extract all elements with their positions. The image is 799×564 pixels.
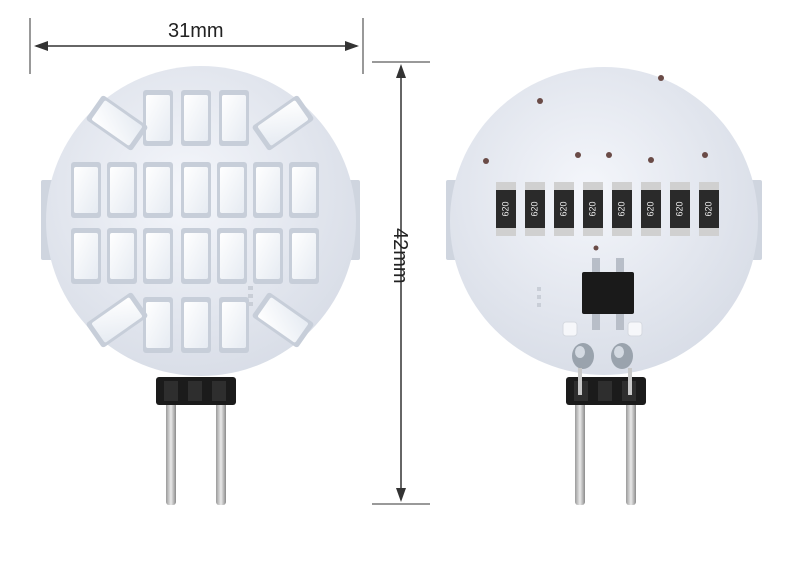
pin-base-slot — [598, 381, 612, 401]
pin-base-slot — [188, 381, 202, 401]
width-arrow-left-icon — [34, 41, 48, 51]
led-chip — [289, 162, 319, 218]
led-chip — [143, 90, 173, 146]
led-chip — [252, 95, 314, 151]
led-chip — [252, 292, 314, 348]
resistor-marking: 620 — [674, 201, 684, 216]
resistor: 620 — [670, 182, 690, 236]
chip-lead — [616, 258, 624, 278]
back-pins — [566, 368, 646, 505]
led-chip — [217, 228, 247, 284]
led-chip — [253, 228, 283, 284]
led-chip — [107, 162, 137, 218]
led-chip — [217, 162, 247, 218]
led-chip — [181, 228, 211, 284]
solder-highlight — [614, 346, 624, 358]
led-chip — [181, 90, 211, 146]
led-chip — [71, 162, 101, 218]
pin-left — [575, 395, 585, 505]
led-array — [71, 90, 319, 353]
led-chip — [219, 90, 249, 146]
led-chip — [181, 162, 211, 218]
resistor-marking: 620 — [645, 201, 655, 216]
height-arrow-top-icon — [396, 64, 406, 78]
led-chip — [289, 228, 319, 284]
chip-lead — [616, 310, 624, 330]
led-chip — [107, 228, 137, 284]
resistor: 620 — [583, 182, 603, 236]
led-chip — [181, 297, 211, 353]
width-dimension-label: 31mm — [168, 20, 224, 42]
led-chip — [143, 228, 173, 284]
chip-lead — [592, 310, 600, 330]
pin-base-slot — [212, 381, 226, 401]
board-marking — [248, 286, 253, 290]
resistor: 620 — [496, 182, 516, 236]
via-dot — [483, 158, 489, 164]
resistor: 620 — [612, 182, 632, 236]
back-board-disc — [450, 67, 758, 375]
resistor-marking: 620 — [500, 201, 510, 216]
height-arrow-bottom-icon — [396, 488, 406, 502]
height-dimension-label: 42mm — [389, 228, 411, 284]
pin-base-slot — [164, 381, 178, 401]
pin-right — [626, 395, 636, 505]
board-marking — [537, 295, 541, 299]
front-pins — [156, 377, 236, 505]
resistor-marking: 620 — [587, 201, 597, 216]
resistor: 620 — [554, 182, 574, 236]
bridge-rectifier-chip — [582, 258, 634, 330]
board-marking — [248, 302, 253, 306]
resistor-marking: 620 — [616, 201, 626, 216]
led-chip — [143, 297, 173, 353]
led-chip — [143, 162, 173, 218]
resistor-marking: 620 — [703, 201, 713, 216]
height-dimension — [372, 61, 430, 505]
width-dimension — [29, 18, 364, 74]
board-marking — [248, 294, 253, 298]
board-marking — [537, 287, 541, 291]
led-chip — [86, 95, 148, 151]
resistor: 620 — [525, 182, 545, 236]
resistor: 620 — [641, 182, 661, 236]
via-dot — [648, 157, 654, 163]
led-chip — [219, 297, 249, 353]
solder-pad — [562, 321, 578, 337]
via-dot — [537, 98, 543, 104]
via-dot — [593, 245, 599, 251]
resistor-marking: 620 — [529, 201, 539, 216]
led-chip — [71, 228, 101, 284]
back-board: 620 620 620 620 620 620 620 620 — [446, 67, 762, 505]
chip-body — [582, 272, 634, 314]
vias — [483, 75, 708, 251]
via-dot — [658, 75, 664, 81]
chip-lead — [592, 258, 600, 278]
solder-pad — [627, 321, 643, 337]
board-marking — [537, 303, 541, 307]
front-board — [41, 66, 360, 505]
solder-highlight — [575, 346, 585, 358]
pin-right — [216, 395, 226, 505]
led-chip — [86, 292, 148, 348]
resistor: 620 — [699, 182, 719, 236]
resistor-marking: 620 — [558, 201, 568, 216]
led-chip — [253, 162, 283, 218]
via-dot — [575, 152, 581, 158]
via-dot — [606, 152, 612, 158]
pin-left — [166, 395, 176, 505]
via-dot — [702, 152, 708, 158]
width-arrow-right-icon — [345, 41, 359, 51]
resistor-array: 620 620 620 620 620 620 620 620 — [496, 182, 719, 236]
